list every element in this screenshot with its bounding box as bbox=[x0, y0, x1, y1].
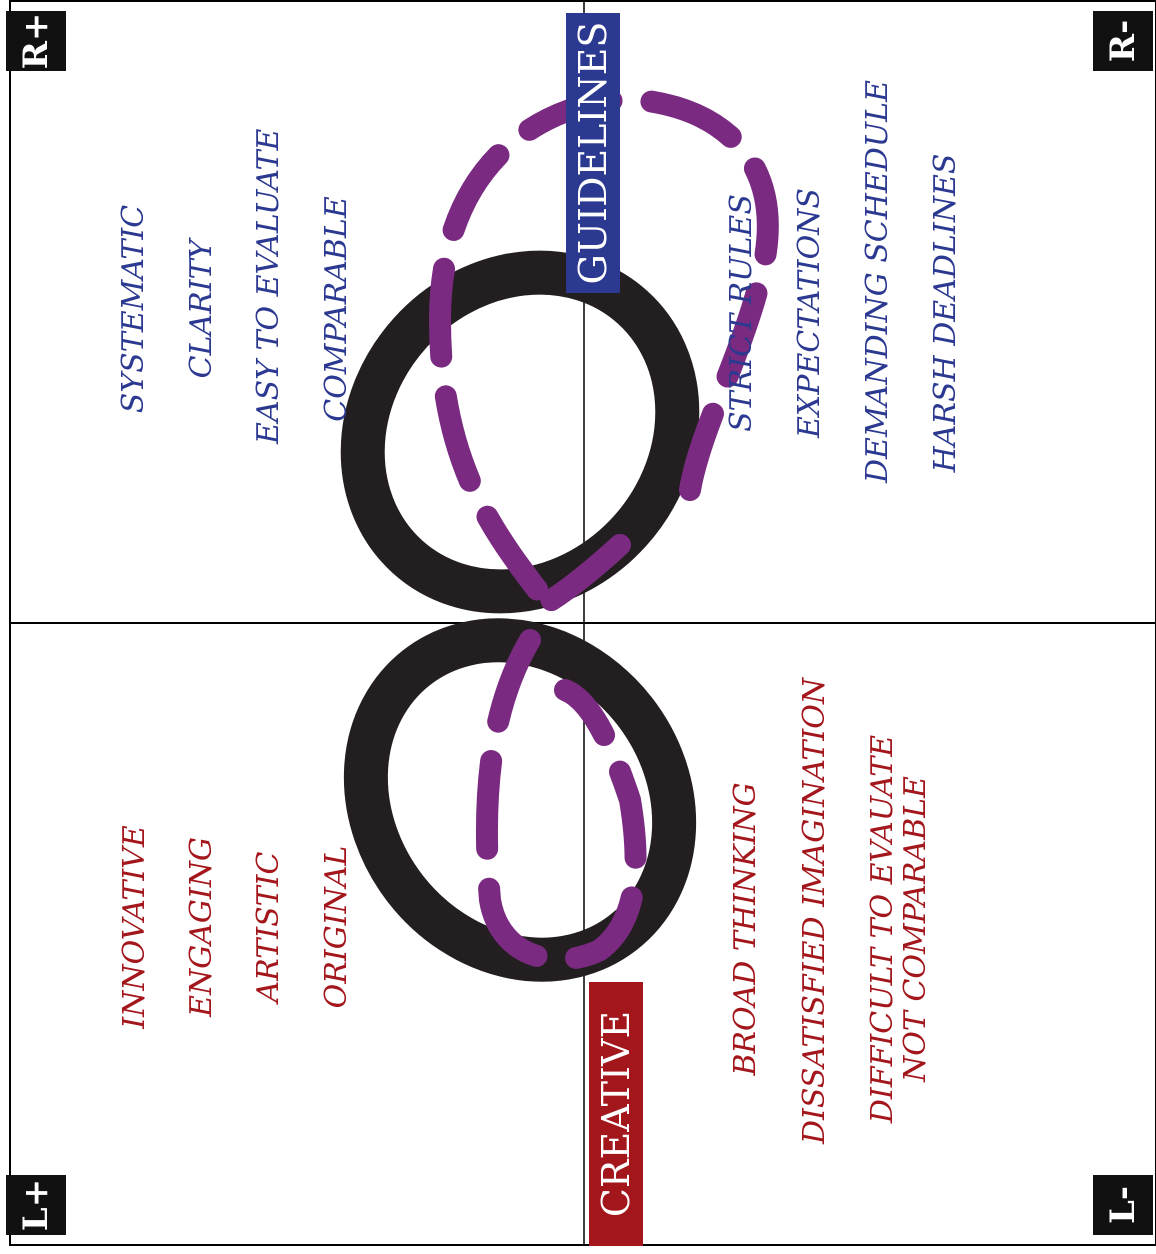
guidelines-negative-item: EXPECTATIONS bbox=[795, 163, 825, 463]
creative-negative-item: BROAD THINKING bbox=[731, 739, 761, 1119]
corner-label-bottom-right: L- bbox=[1093, 1175, 1153, 1235]
creative-positive-item: INNOVATIVE bbox=[120, 782, 150, 1072]
corner-label-top-left: R+ bbox=[6, 11, 66, 71]
guidelines-positive-item: EASY TO EVALUATE bbox=[254, 174, 284, 444]
corner-label-top-right: R- bbox=[1093, 11, 1153, 71]
guidelines-positive-item: COMPARABLE bbox=[322, 174, 352, 444]
creative-positive-item: ORIGINAL bbox=[322, 782, 352, 1072]
infinity-symbol-icon bbox=[298, 208, 743, 1022]
corner-label-bottom-left: L+ bbox=[6, 1175, 66, 1235]
guidelines-negative-item: STRICT RULES bbox=[727, 163, 757, 463]
creative-negative-item: NOT COMPARABLE bbox=[901, 709, 931, 1149]
guidelines-negative-item: DEMANDING SCHEDULE bbox=[863, 143, 893, 483]
creative-header: CREATIVE bbox=[589, 982, 643, 1246]
creative-positive-item: ENGAGING bbox=[187, 782, 217, 1072]
guidelines-negative-item: HARSH DEADLINES bbox=[931, 143, 961, 483]
guidelines-header: GUIDELINES bbox=[566, 13, 620, 293]
creative-negative-item: DIFFICULT TO EVAUATE bbox=[868, 714, 898, 1144]
creative-positive-item: ARTISTIC bbox=[254, 782, 284, 1072]
guidelines-positive-item: SYSTEMATIC bbox=[119, 174, 149, 444]
creative-negative-item: DISSATISFIED IMAGINATION bbox=[800, 714, 830, 1144]
guidelines-positive-item: CLARITY bbox=[187, 174, 217, 444]
